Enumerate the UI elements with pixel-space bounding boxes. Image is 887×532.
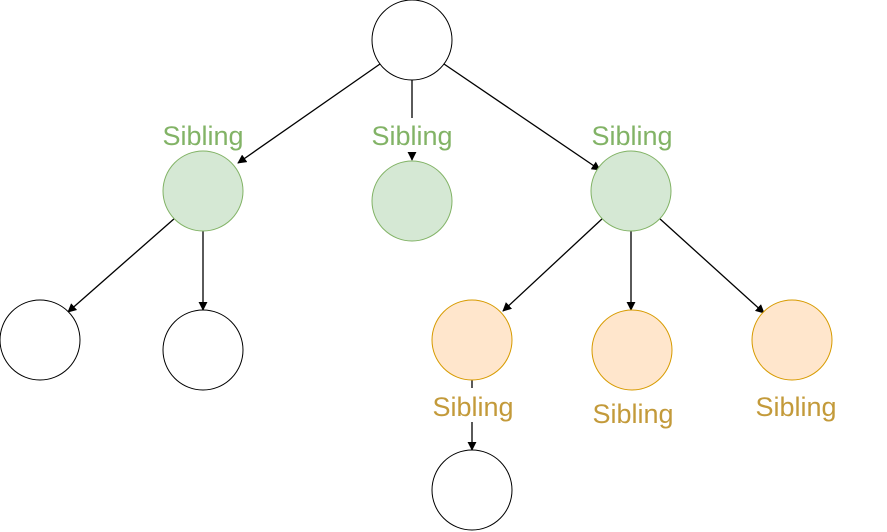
edge-root-to-green-left (237, 63, 381, 164)
sibling-node-orange-right (751, 299, 833, 381)
root-node (371, 0, 453, 81)
sibling-label-green-middle: Sibling (371, 121, 452, 151)
sibling-label-green-left: Sibling (162, 121, 243, 151)
leaf-node-left (0, 299, 81, 381)
sibling-node-orange-left (431, 299, 513, 381)
edge-green-left-to-white-left (67, 217, 176, 313)
edge-root-to-green-right (443, 63, 601, 171)
sibling-label-green-right: Sibling (591, 121, 672, 151)
edge-green-right-to-orange-right (658, 217, 765, 314)
sibling-node-green-middle (371, 160, 453, 242)
leaf-node-middle (162, 309, 244, 391)
leaf-node-bottom (431, 449, 513, 531)
label-bg-orange-left (423, 388, 523, 422)
edge-green-right-to-orange-left (502, 217, 604, 312)
label-bg-green-middle (362, 118, 462, 152)
sibling-label-orange-left: Sibling (432, 392, 513, 422)
sibling-node-orange-middle (591, 309, 673, 391)
sibling-node-green-right (590, 150, 672, 232)
sibling-label-orange-middle: Sibling (592, 399, 673, 429)
sibling-label-orange-right: Sibling (755, 392, 836, 422)
sibling-node-green-left (162, 150, 244, 232)
